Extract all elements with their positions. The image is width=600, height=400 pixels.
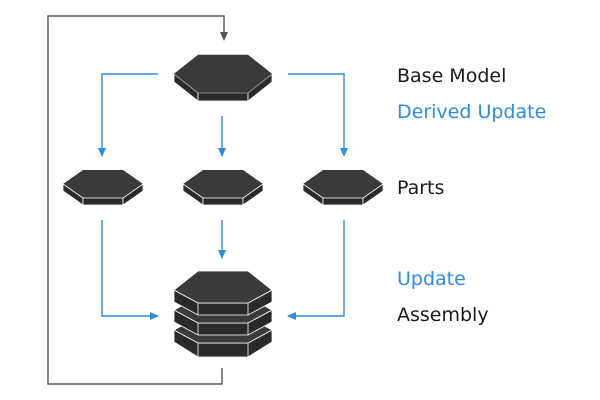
part-hexagon-left-icon <box>62 170 144 206</box>
arrow-part-right-to-assembly <box>287 220 345 320</box>
parts-label: Parts <box>397 177 445 199</box>
update-label: Update <box>397 268 466 290</box>
assembly-label: Assembly <box>397 304 489 326</box>
feedback-loop-line <box>47 15 228 385</box>
derived-update-label: Derived Update <box>397 101 547 123</box>
assembly-stack-icon <box>173 270 273 358</box>
base-model-hexagon-icon <box>173 54 273 102</box>
arrow-part-left-to-assembly <box>101 220 159 320</box>
part-hexagon-center-icon <box>182 170 264 206</box>
part-hexagon-right-icon <box>302 170 384 206</box>
arrow-base-to-part-left <box>98 73 158 157</box>
arrow-base-to-part-right <box>288 73 348 157</box>
base-model-label: Base Model <box>397 65 507 87</box>
